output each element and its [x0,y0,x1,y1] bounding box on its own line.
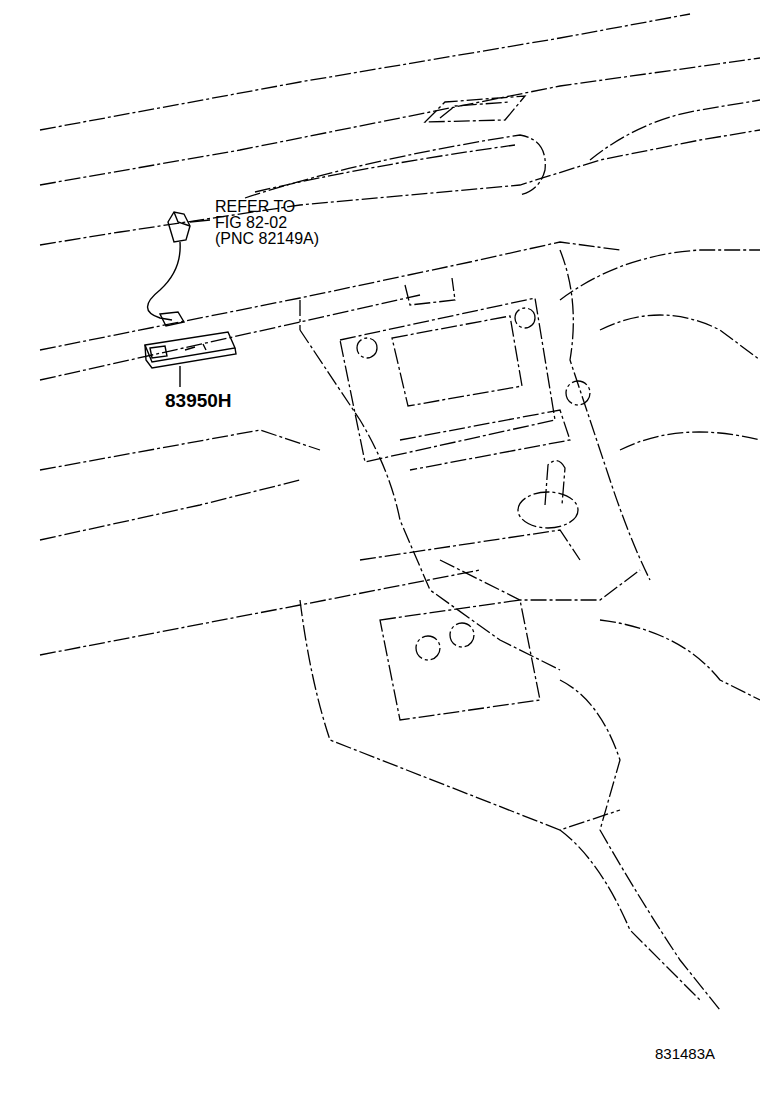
connector-detail [174,212,190,226]
reference-note: REFER TO FIG 82-02 (PNC 82149A) [215,199,323,247]
stack-knob [357,338,377,358]
dash-trim [300,278,455,330]
dash-vent [425,96,525,122]
dash-upper-line [40,130,760,245]
console-socket [450,623,474,647]
dash-vent-inner [440,102,510,118]
floor-edge [560,830,700,1000]
lower-dash-line [40,480,300,540]
defroster-curve [245,135,545,198]
connector [168,212,190,242]
dash-shelf [40,242,620,350]
center-stack-right [560,250,650,580]
leader-line [179,366,180,387]
defroster-inner [255,145,515,192]
stack-knob [515,308,535,328]
dash-top-edge [40,14,690,130]
dash-knob [566,381,590,405]
switch-icon [185,344,206,350]
wire-plug [160,312,184,326]
column-cover [600,315,760,360]
lower-console [300,600,620,830]
stack-frame [340,298,555,462]
callout-number: 83950H [165,390,232,412]
knee-panel [40,430,320,470]
instrument-hood [560,250,760,300]
console-socket [416,636,440,660]
display-screen [392,316,522,406]
console-side [600,620,760,700]
lower-console-inner [380,600,540,720]
console-edge [440,560,640,600]
switch-module-face [145,345,236,368]
figure-number: 831483A [655,1045,715,1063]
wire-harness [148,242,181,320]
shift-boot [518,492,578,528]
dash-shelf-lower [40,295,420,380]
stack-panel [400,410,570,470]
dash-brow [590,100,760,160]
console-side [560,680,720,1010]
lower-dash-line [40,570,480,655]
leader-line [190,220,210,222]
column-lower [620,432,760,450]
switch-module [145,332,235,362]
console-tray [360,530,580,560]
dash-top-surface [40,58,760,185]
switch-button [150,346,167,358]
shift-lever [545,461,565,505]
